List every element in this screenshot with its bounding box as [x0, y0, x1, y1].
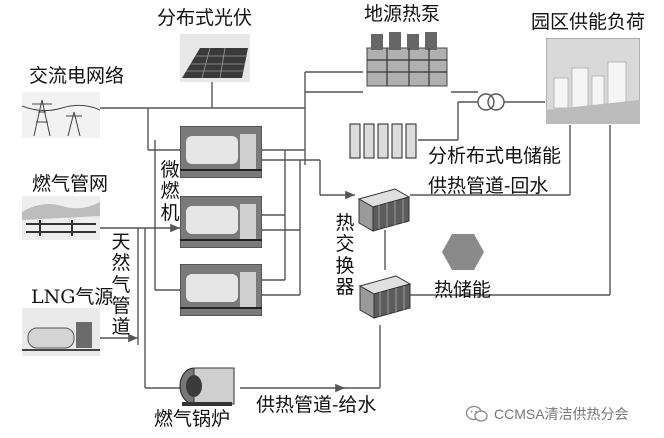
- heat-exchanger-label: 热交换器: [335, 212, 355, 298]
- electric-storage-picture: [346, 118, 418, 164]
- watermark-text: CCMSA清洁供热分会: [494, 406, 629, 422]
- heat-pump-label: 地源热泵: [364, 3, 441, 25]
- heat-pump-picture: [363, 26, 451, 94]
- transformer-coil-left: [477, 93, 495, 111]
- gas-boiler-label: 燃气锅炉: [154, 408, 231, 430]
- gas-boiler-picture: [179, 367, 235, 406]
- lng-source-picture: [22, 308, 100, 356]
- ac-grid-label: 交流电网络: [29, 65, 125, 87]
- heat-storage-label: 热储能: [434, 279, 492, 301]
- heating-supply-label: 供热管道-给水: [256, 394, 377, 416]
- gas-network-label: 燃气管网: [32, 173, 109, 195]
- heat-exchanger-1-picture: [357, 188, 411, 232]
- micro-turbine-1-picture: [180, 126, 262, 178]
- wechat-icon: [466, 405, 488, 422]
- natural-gas-pipe-label: 天然气管道: [111, 231, 131, 339]
- micro-turbine-2-picture: [180, 196, 262, 248]
- micro-turbine-label: 微燃机: [160, 159, 180, 224]
- lng-source-label: LNG气源: [31, 286, 114, 308]
- heat-storage-hexagon: [442, 234, 484, 270]
- heat-exchanger-2-picture: [358, 275, 412, 319]
- watermark: CCMSA清洁供热分会: [466, 404, 629, 424]
- electric-storage-label: 分析布式电储能: [428, 145, 562, 167]
- park-load-label: 园区供能负荷: [531, 11, 646, 33]
- heating-return-label: 供热管道-回水: [428, 175, 549, 197]
- park-load-picture: [546, 38, 640, 124]
- transformer-coil-right: [487, 93, 505, 111]
- pv-panel-picture: [180, 34, 250, 82]
- pv-label: 分布式光伏: [157, 7, 253, 29]
- micro-turbine-3-picture: [180, 264, 262, 316]
- gas-network-picture: [22, 196, 100, 240]
- ac-grid-picture: [22, 92, 100, 138]
